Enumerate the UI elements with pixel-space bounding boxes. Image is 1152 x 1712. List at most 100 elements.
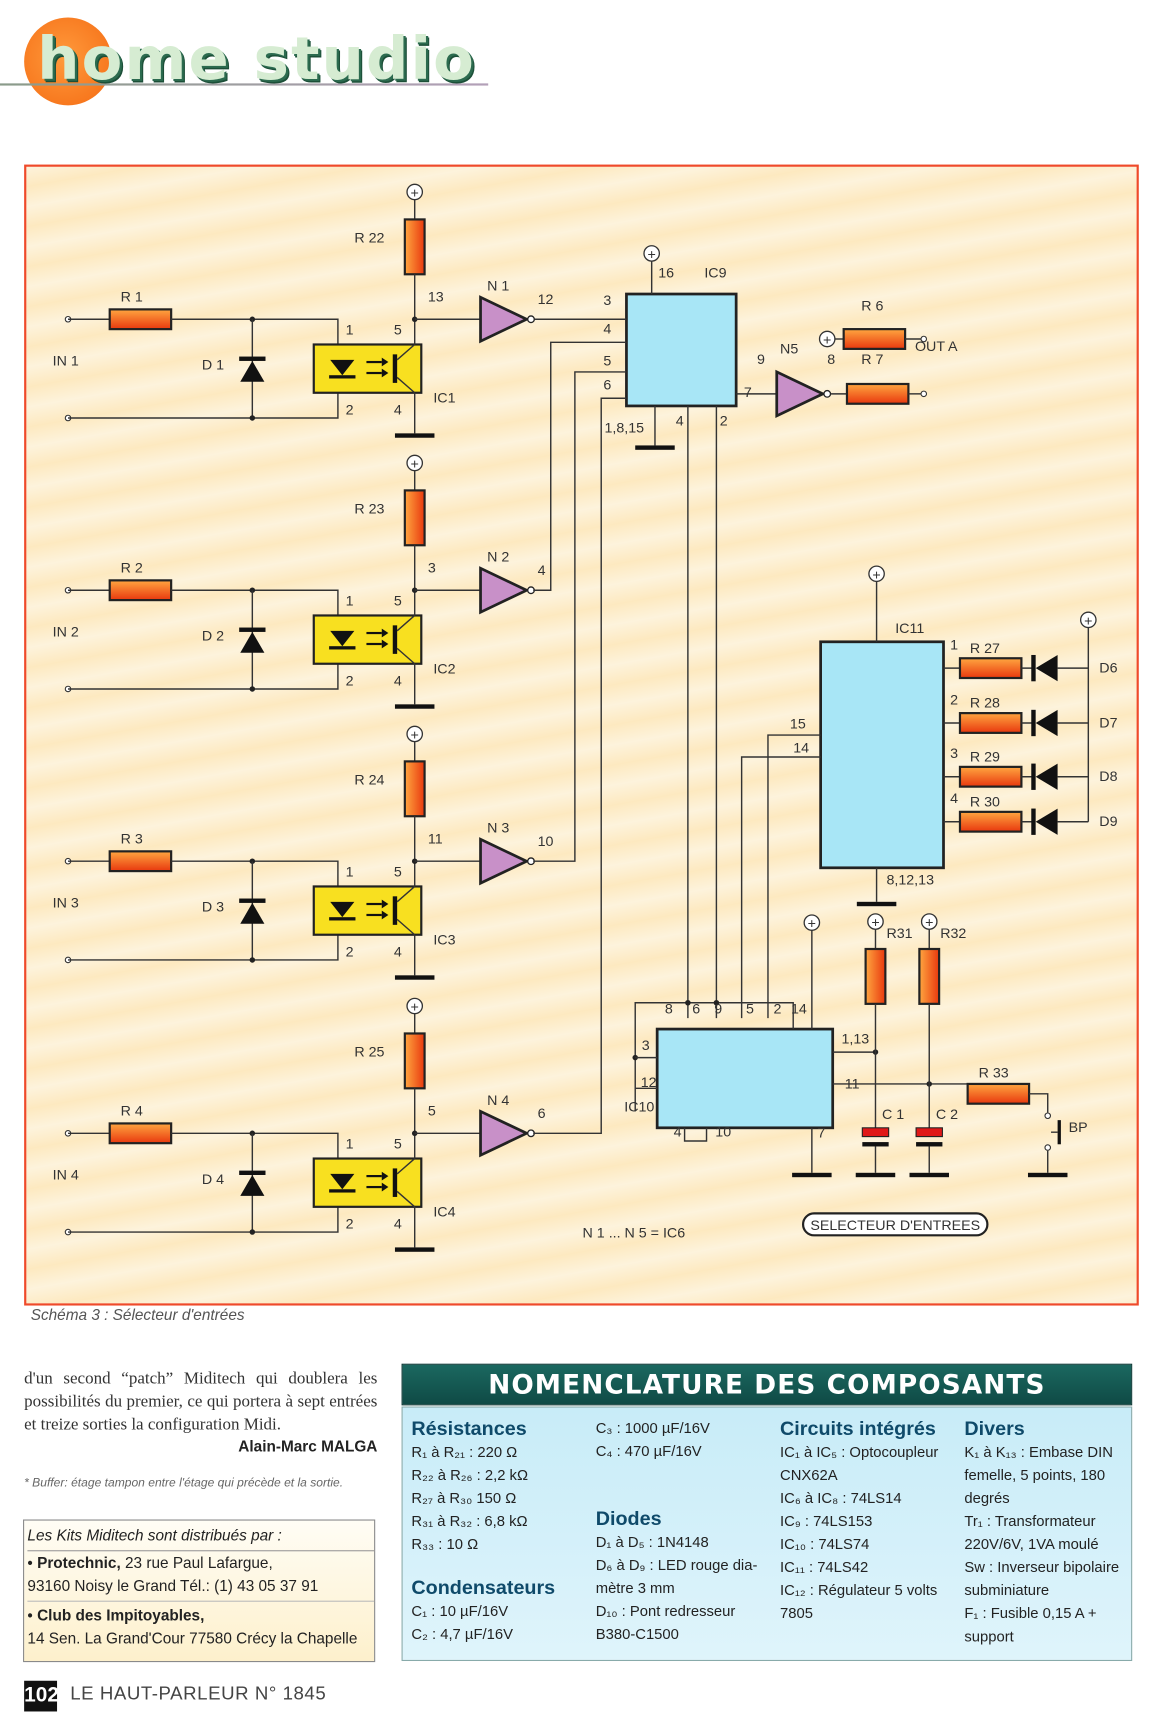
- resistor-label: R 24: [354, 772, 384, 788]
- wire: [68, 928, 339, 961]
- led-diode-icon: [1035, 808, 1058, 835]
- inverter-gate: [775, 369, 827, 418]
- wire: [171, 860, 339, 894]
- vcc-plus-icon: +: [648, 247, 656, 263]
- gate-label: N 4: [487, 1093, 509, 1109]
- item: Sw : Inverseur bipolaire subminiature: [964, 1558, 1120, 1599]
- gate-label: N 1: [487, 279, 509, 295]
- ground-icon: [792, 1172, 832, 1178]
- capacitor-icon: [915, 1127, 943, 1138]
- heading-divers: Divers: [964, 1417, 1025, 1440]
- diode-icon: [240, 360, 265, 382]
- capacitor-label: C 2: [936, 1107, 958, 1123]
- item: C₁ : 10 µF/16V: [411, 1602, 509, 1620]
- inverter-gate: [479, 566, 530, 615]
- pullup-resistor: [403, 218, 426, 276]
- terminal: [1044, 1112, 1052, 1120]
- pin-label: 1: [346, 865, 354, 881]
- vcc-plus-icon: [643, 245, 661, 262]
- junction-dot: [411, 587, 418, 593]
- pin-label: 3: [428, 561, 436, 577]
- wire: [68, 657, 339, 690]
- capacitor-icon: [861, 1127, 890, 1138]
- gate-note: N 1 ... N 5 = IC6: [583, 1226, 686, 1242]
- led-label: D7: [1099, 715, 1117, 731]
- terminal: [920, 390, 928, 398]
- ic-label: IC1: [433, 391, 455, 407]
- vcc-plus-icon: +: [871, 915, 879, 931]
- resistor-label: R 22: [354, 230, 384, 246]
- resistor-r31: [864, 947, 887, 1005]
- wire: [396, 918, 416, 936]
- header-rule: [0, 83, 489, 86]
- junction-dot: [249, 1229, 256, 1235]
- vcc-plus-icon: +: [808, 916, 816, 932]
- pin-label: 4: [394, 403, 402, 419]
- inverter-gate: [479, 295, 530, 344]
- ground-icon: [394, 704, 435, 709]
- ground-icon: [855, 1172, 896, 1178]
- resistor-r33: [966, 1082, 1031, 1105]
- pin-label: 5: [394, 1137, 402, 1153]
- inverter-bubble: [527, 315, 535, 324]
- item: K₁ à K₁₃ : Embase DIN femelle, 5 points,…: [964, 1443, 1113, 1507]
- ic10-flipflop: [655, 1027, 835, 1130]
- input-resistor: [108, 579, 173, 602]
- wire: [68, 1200, 339, 1233]
- capacitor-icon: [916, 1142, 943, 1147]
- pin-label: 3: [603, 293, 611, 309]
- optocoupler: [312, 343, 423, 394]
- opto-light-arrow: [381, 1171, 389, 1181]
- col-condensateurs-diodes: C₃ : 1000 µF/16V C₄ : 470 µF/16V Diodes …: [596, 1416, 769, 1645]
- ground-icon: [394, 433, 435, 438]
- output-label: OUT A: [915, 339, 958, 355]
- item: D₁₀ : Pont redresseur B380-C1500: [595, 1602, 736, 1643]
- ground-icon: [394, 975, 435, 980]
- wire: [767, 734, 821, 1019]
- vcc-plus-icon: +: [411, 456, 419, 472]
- pin-label: 8: [665, 1002, 673, 1018]
- terminal: [920, 335, 928, 343]
- junction-dot: [411, 858, 418, 864]
- pin-label: 5: [394, 594, 402, 610]
- led-resistor: [958, 712, 1023, 734]
- ic9-multiplexer: [625, 292, 738, 408]
- wire: [533, 371, 627, 862]
- block-label-frame: [801, 1212, 989, 1237]
- pin-label: 14: [791, 1002, 807, 1018]
- inverter-bubble: [823, 389, 832, 398]
- junction-dot: [249, 686, 256, 692]
- led-diode-icon: [1035, 763, 1058, 790]
- resistor-label: R 30: [970, 794, 1000, 810]
- pin-label: 2: [346, 674, 354, 690]
- input-label: IN 4: [53, 1167, 79, 1183]
- item: IC₁₂ : Régulateur 5 volts 7805: [780, 1582, 938, 1622]
- heading-condensateurs: Condensateurs: [411, 1576, 556, 1599]
- pin-label: 11: [428, 832, 443, 848]
- pin-label: 6: [692, 1002, 700, 1018]
- opto-light-arrow: [381, 910, 389, 920]
- ic-label: IC4: [433, 1205, 455, 1221]
- diode-icon: [240, 902, 265, 924]
- pin-label: 9: [757, 352, 765, 368]
- vcc-plus-icon: +: [1084, 613, 1092, 629]
- opto-led-icon: [330, 1173, 355, 1190]
- opto-led-icon: [330, 901, 355, 918]
- terminal: [1044, 1144, 1052, 1151]
- pin-label: 2: [773, 1002, 781, 1018]
- resistor-label: R 29: [970, 749, 1000, 765]
- pin-label: 13: [428, 290, 444, 306]
- footnote: * Buffer: étage tampon entre l'étage qui…: [24, 1476, 344, 1490]
- wire: [396, 1158, 416, 1175]
- item: Tr₁ : Transformateur 220V/6V, 1VA moulé: [964, 1512, 1099, 1553]
- ic-label: IC11: [895, 621, 924, 637]
- kits-title: Les Kits Miditech sont distribués par :: [27, 1524, 375, 1552]
- pin-label: 14: [793, 741, 809, 757]
- push-button-icon: [1057, 1120, 1061, 1145]
- led-resistor: [958, 657, 1023, 680]
- pin-label: 2: [950, 692, 958, 708]
- ground-icon: [394, 1247, 435, 1252]
- optocoupler: [312, 885, 423, 936]
- pin-label: 5: [746, 1002, 754, 1018]
